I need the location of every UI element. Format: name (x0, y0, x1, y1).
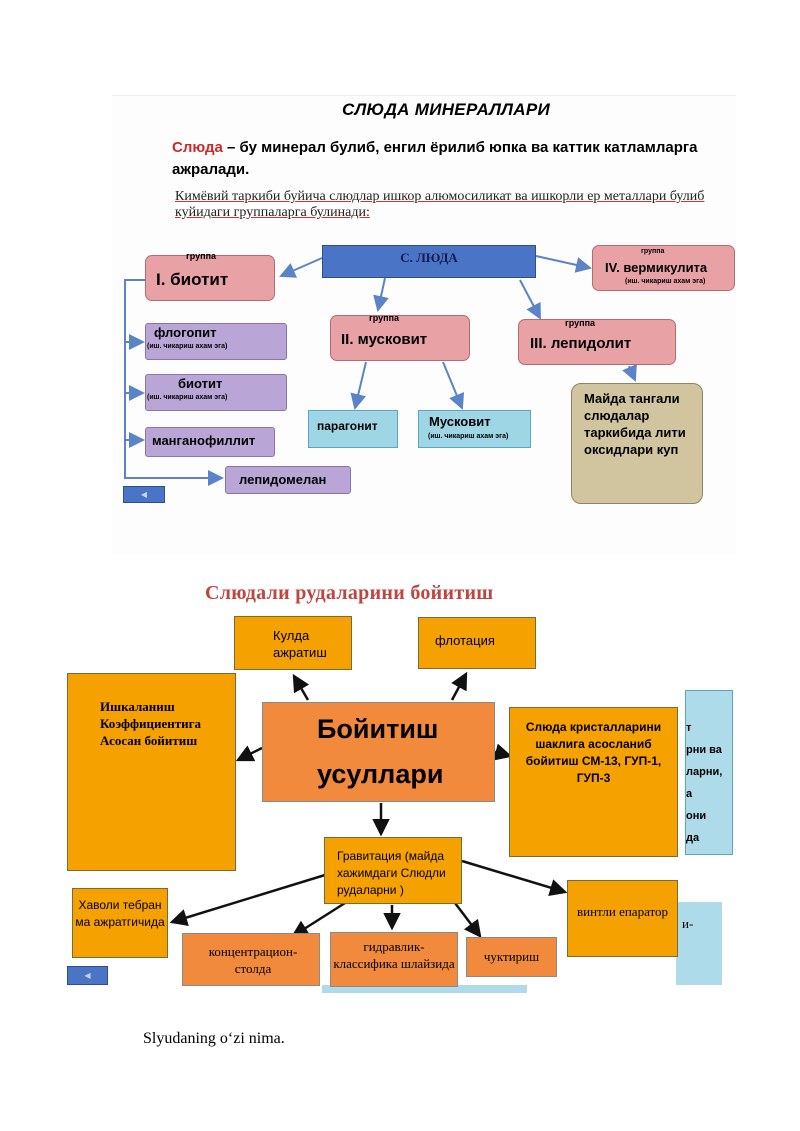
back-button-slide1[interactable]: ◀ (123, 486, 165, 503)
background-cyan-box: т рни ва ларни, а они да (685, 690, 733, 855)
method-settling-box: чуктириш (466, 937, 557, 977)
mineral-lepidomelan-name: лепидомелан (239, 472, 327, 487)
back-button-slide2[interactable]: ◀ (67, 966, 108, 985)
group-vermikulit-name: IV. вермикулита (605, 260, 708, 275)
group-biotit-box: группа I. биотит (145, 251, 275, 301)
method-gravity-box: Гравитация (майда хажимдаги Слюдли рудал… (324, 837, 462, 904)
back-arrow-icon: ◀ (140, 490, 148, 499)
mica-definition: Слюда – бу минерал булиб, енгил ёрилиб ю… (172, 137, 732, 181)
mineral-paragonit-box: парагонит (308, 410, 398, 448)
mineral-flogopit-name: флогопит (154, 325, 217, 340)
method-table-box: концентрацион-столда (182, 933, 320, 986)
group-label: группа (641, 248, 665, 255)
mineral-manganofillit-box: манганофиллит (145, 427, 275, 457)
mineral-muskovit-box: Мусковит (иш. чикариш ахам эга) (418, 410, 531, 448)
group-muskovit-name: II. мусковит (341, 331, 428, 348)
behind-text: т рни ва ларни, а они да (686, 722, 723, 844)
method-hydraulic-box: гидравлик-классифика шлайзида (330, 932, 458, 987)
background-cyan-strip (322, 985, 527, 993)
group-muskovit-box: группа II. мусковит (330, 313, 470, 361)
method-friction-box: Ишкаланиш Коэффициентига Асосан бойитиш (67, 673, 236, 871)
center-methods-box: Бойитиш усуллари (262, 702, 495, 802)
lithium-note-box: Майда тангали слюдалар таркибида лити ок… (571, 383, 703, 504)
slide2-title: Слюдали рудаларини бойитиш (205, 582, 494, 604)
center-mica-box: С. ЛЮДА (322, 245, 536, 278)
behind-text-small: и- (682, 916, 694, 931)
method-manual-label: Кулда ажратиш (273, 628, 327, 660)
mining-note: (иш. чикариш ахам эга) (147, 394, 228, 401)
mineral-paragonit-name: парагонит (317, 419, 378, 433)
group-vermikulit-box: группа IV. вермикулита (иш. чикариш ахам… (592, 245, 735, 291)
mineral-biotit-box: биотит (иш. чикариш ахам эга) (145, 374, 287, 411)
group-lepidolit-name: III. лепидолит (530, 335, 632, 352)
group-label: группа (369, 313, 400, 323)
mining-note: (иш. чикариш ахам эга) (625, 278, 706, 285)
mineral-flogopit-box: флогопит (иш. чикариш ахам эга) (145, 323, 287, 360)
document-caption: Slyudaning o‘zi nima. (143, 1030, 285, 1047)
definition-text: – бу минерал булиб, енгил ёрилиб юпка ва… (172, 139, 698, 178)
method-manual-box: Кулда ажратиш (234, 616, 352, 670)
group-biotit-name: I. биотит (156, 270, 229, 289)
group-label: группа (565, 318, 596, 328)
mining-note: (иш. чикариш ахам эга) (428, 433, 509, 440)
classification-text: Кимёвий таркиби буйича слюдлар ишкор алю… (175, 189, 705, 220)
mineral-lepidomelan-box: лепидомелан (225, 466, 351, 494)
method-crystal-box: Слюда кристалларини шаклига асосланиб бо… (509, 707, 678, 857)
method-spiral-box: винтли епаратор (567, 880, 678, 957)
mineral-muskovit-name: Мусковит (429, 414, 491, 429)
method-flotation-box: флотация (418, 617, 536, 669)
group-lepidolit-box: группа III. лепидолит (518, 318, 676, 365)
mineral-biotit-name: биотит (178, 376, 223, 391)
back-arrow-icon: ◀ (84, 971, 91, 980)
group-label: группа (186, 251, 217, 261)
mineral-manganofillit-name: манганофиллит (152, 433, 256, 448)
slide1-title: СЛЮДА МИНЕРАЛЛАРИ (342, 100, 551, 119)
method-air-box: Хаволи тебран ма ажратгичида (72, 888, 168, 958)
background-cyan-box-small: и- (676, 902, 722, 985)
mining-note: (иш. чикариш ахам эга) (147, 343, 228, 350)
definition-term: Слюда (172, 139, 223, 156)
